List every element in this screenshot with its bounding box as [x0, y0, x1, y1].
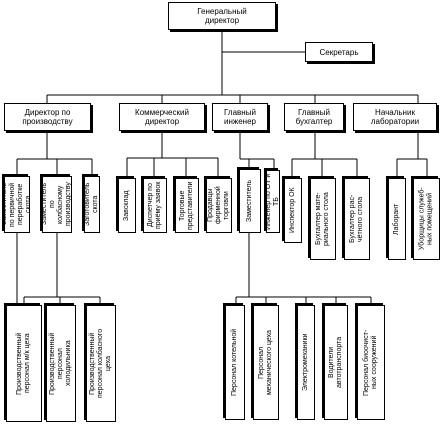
- electricians-label: Электромеханики: [302, 333, 309, 392]
- dispatcher-box: Диспетчер по приёму заявок: [143, 178, 167, 233]
- staff-sausage-shop-label: Производственный персонал колбасного цех…: [89, 328, 112, 399]
- drivers-label: Водители автотранспорта: [328, 336, 343, 389]
- chief-accountant-label: Главный бухгалтер: [295, 108, 333, 126]
- deputy-sausage-production-label: Заместитель по колбасному производству: [42, 182, 72, 227]
- bio-treatment-staff-box: Персонал биоочист- ных сооружений: [357, 305, 385, 420]
- dispatcher-label: Диспетчер по приёму заявок: [147, 181, 162, 230]
- general-director-box: Генеральный директор: [168, 2, 276, 30]
- warehouse-head-box: Завсклад: [118, 178, 136, 233]
- mech-shop-staff-box: Персонал механического цеха: [253, 305, 279, 420]
- lab-head-label: Начальник лаборатории: [370, 108, 420, 126]
- engineering-deputy-box: Заместитель: [239, 169, 261, 233]
- safety-engineer-box: Инженер по ОТ и ТБ: [266, 170, 280, 233]
- deputy-primary-processing-label: Заместитель по первичной переработке ско…: [4, 182, 30, 227]
- materials-accountant-box: Бухгалтер мате- риального стола: [310, 178, 336, 260]
- livestock-procurer-box: Заготовитель скота: [84, 176, 100, 233]
- staff-meat-shop-box: Производственный персонал м/к цеха: [6, 305, 42, 422]
- deputy-sausage-production-box: Заместитель по колбасному производству: [42, 176, 72, 233]
- deputy-primary-processing-box: Заместитель по первичной переработке ско…: [4, 176, 30, 233]
- chief-engineer-box: Главный инженер: [212, 103, 268, 131]
- engineering-deputy-label: Заместитель: [246, 180, 253, 222]
- staff-cold-store-box: Производственный персонал холодильника: [46, 305, 76, 422]
- staff-cold-store-label: Производственный персонал холодильника: [49, 332, 72, 395]
- livestock-procurer-label: Заготовитель скота: [84, 182, 99, 227]
- commercial-director-label: Коммерческий директор: [135, 108, 189, 126]
- shop-sellers-label: Продавцы фирменной торговли: [207, 186, 230, 225]
- production-director-label: Директор по производству: [22, 108, 73, 126]
- cleaners-box: Уборщицы служеб- ных помещений: [413, 178, 440, 260]
- boiler-staff-label: Персонал котельной: [231, 328, 238, 397]
- sales-reps-label: Торговые представители: [179, 181, 194, 230]
- hr-inspector-box: Инспектор ОК: [284, 178, 302, 243]
- lab-assistant-box: Лаборант: [388, 178, 406, 260]
- secretary-label: Секретарь: [319, 47, 359, 57]
- lab-assistant-label: Лаборант: [393, 203, 400, 235]
- cash-accountant-label: Бухгалтер рас- чётного стола: [349, 194, 364, 244]
- production-director-box: Директор по производству: [4, 103, 91, 131]
- secretary-box: Секретарь: [305, 42, 373, 62]
- bio-treatment-staff-label: Персонал биоочист- ных сооружений: [363, 329, 378, 396]
- general-director-label: Генеральный директор: [197, 7, 247, 25]
- boiler-staff-box: Персонал котельной: [225, 305, 245, 420]
- shop-sellers-box: Продавцы фирменной торговли: [206, 178, 232, 233]
- commercial-director-box: Коммерческий директор: [119, 103, 205, 131]
- cash-accountant-box: Бухгалтер рас- чётного стола: [344, 178, 370, 260]
- materials-accountant-label: Бухгалтер мате- риального стола: [315, 192, 330, 246]
- staff-sausage-shop-box: Производственный персонал колбасного цех…: [86, 305, 116, 422]
- cleaners-label: Уборщицы служеб- ных помещений: [418, 187, 434, 251]
- mech-shop-staff-label: Персонал механического цеха: [258, 330, 273, 395]
- sales-reps-box: Торговые представители: [175, 178, 199, 233]
- safety-engineer-label: Инженер по ОТ и ТБ: [266, 173, 280, 230]
- hr-inspector-label: Инспектор ОК: [289, 187, 296, 234]
- chief-engineer-label: Главный инженер: [223, 108, 256, 126]
- warehouse-head-label: Завсклад: [123, 190, 130, 221]
- drivers-box: Водители автотранспорта: [324, 305, 348, 420]
- chief-accountant-box: Главный бухгалтер: [284, 103, 344, 131]
- electricians-box: Электромеханики: [297, 305, 315, 420]
- staff-meat-shop-label: Производственный персонал м/к цеха: [16, 332, 31, 395]
- lab-head-box: Начальник лаборатории: [353, 103, 437, 131]
